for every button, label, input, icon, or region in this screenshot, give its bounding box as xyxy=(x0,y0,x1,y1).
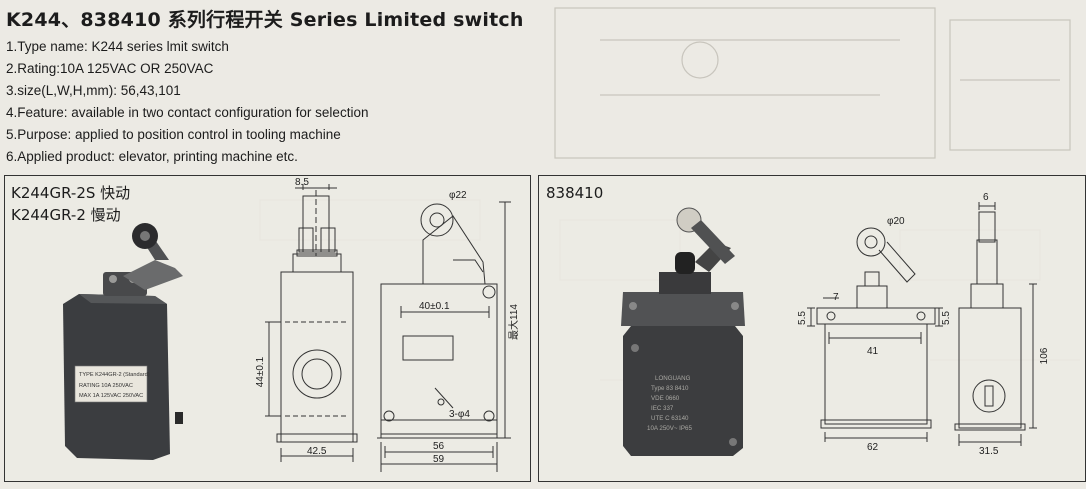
model-label-838410: 838410 xyxy=(546,184,604,202)
dim-42-5: 42.5 xyxy=(307,446,327,457)
photo-label-line: Type 83 8410 xyxy=(651,385,689,392)
838410-side-view xyxy=(954,202,1037,446)
dim-59: 59 xyxy=(433,454,445,465)
model-label-k244gr-2: K244GR-2 慢动 xyxy=(11,206,121,224)
dim-8-5: 8.5 xyxy=(295,177,309,188)
838410-front-view xyxy=(807,227,943,442)
photo-label-line: IEC 337 xyxy=(651,405,674,412)
spec-item: 6.Applied product: elevator, printing ma… xyxy=(6,149,298,164)
page-title: K244、838410 系列行程开关 Series Limited switch xyxy=(6,9,524,31)
dim-7: 7 xyxy=(833,292,839,303)
spec-list: 1.Type name: K244 series lmit switch 2.R… xyxy=(6,36,368,168)
k244-drawing: TYPE K244GR-2 (Standard) RATING 10A 250V… xyxy=(63,177,520,472)
spec-item: 2.Rating:10A 125VAC OR 250VAC xyxy=(6,61,214,76)
dim-roller-20: φ20 xyxy=(887,216,905,227)
dim-56: 56 xyxy=(433,441,445,452)
dim-5-5-right: 5.5 xyxy=(941,311,952,325)
photo-label-line: TYPE K244GR-2 (Standard) xyxy=(79,372,150,378)
k244-side-view xyxy=(377,201,511,472)
dim-41: 41 xyxy=(867,346,879,357)
photo-label-line: VDE 0660 xyxy=(651,395,680,402)
dim-max-114: 最大114 xyxy=(507,304,520,340)
dim-5-5-left: 5.5 xyxy=(797,311,808,325)
spec-item: 3.size(L,W,H,mm): 56,43,101 xyxy=(6,83,181,98)
dim-6: 6 xyxy=(983,192,989,203)
k244-photo: TYPE K244GR-2 (Standard) RATING 10A 250V… xyxy=(63,223,183,460)
838410-panel: 838410 LONGUANG Type 83 8410 VDE 0660 IE… xyxy=(538,175,1086,482)
dim-roller-22: φ22 xyxy=(449,190,467,201)
dim-44: 44±0.1 xyxy=(255,356,266,387)
dim-40: 40±0.1 xyxy=(419,301,450,312)
k244-panel: K244GR-2S 快动 K244GR-2 慢动 TYPE K244GR-2 (… xyxy=(4,175,531,482)
photo-brand: LONGUANG xyxy=(655,375,691,382)
photo-label-line: 10A 250V~ IP65 xyxy=(647,425,692,432)
dim-holes: 3-φ4 xyxy=(449,409,470,420)
k244-front-view xyxy=(265,184,358,462)
spec-item: 4.Feature: available in two contact conf… xyxy=(6,105,369,120)
photo-label-line: UTE C 63140 xyxy=(651,415,689,422)
photo-label-line: RATING 10A 250VAC xyxy=(79,383,133,389)
dim-31-5: 31.5 xyxy=(979,446,999,457)
spec-item: 1.Type name: K244 series lmit switch xyxy=(6,39,229,54)
dim-62: 62 xyxy=(867,442,879,453)
838410-drawing: LONGUANG Type 83 8410 VDE 0660 IEC 337 U… xyxy=(621,192,1050,457)
photo-label-line: MAX 1A 125VAC 250VAC xyxy=(79,393,143,399)
dim-106: 106 xyxy=(1039,347,1050,364)
838410-photo: LONGUANG Type 83 8410 VDE 0660 IEC 337 U… xyxy=(621,207,745,456)
model-label-k244gr-2s: K244GR-2S 快动 xyxy=(11,184,131,202)
spec-item: 5.Purpose: applied to position control i… xyxy=(6,127,341,142)
